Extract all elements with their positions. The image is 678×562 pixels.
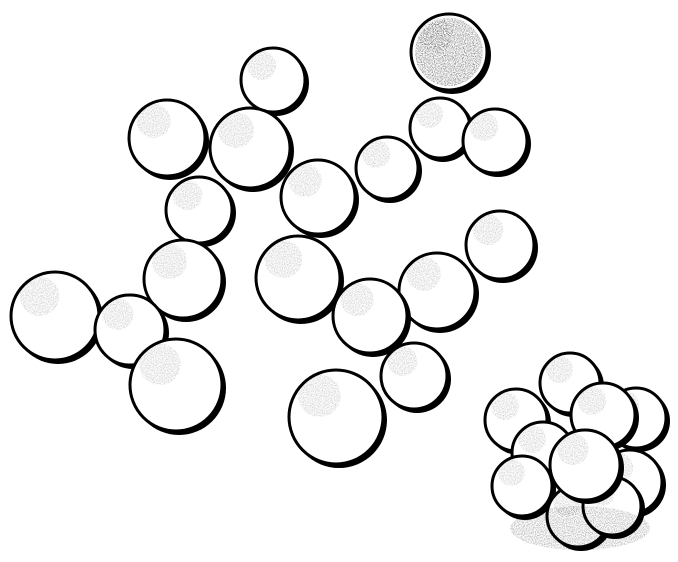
chain-sphere	[463, 109, 531, 177]
chain-sphere	[166, 177, 236, 247]
sphere-shading	[473, 214, 504, 245]
sphere-shading	[388, 346, 418, 376]
sphere-shading	[469, 112, 498, 141]
sphere-shading	[407, 257, 441, 291]
sphere-shading	[416, 101, 443, 128]
sphere-shading	[173, 180, 203, 210]
sphere-chain	[11, 14, 538, 468]
chain-sphere	[289, 370, 387, 468]
sphere-shading	[340, 283, 373, 316]
sphere-shading	[546, 356, 573, 383]
sphere-cluster	[485, 353, 670, 551]
sphere-shading	[137, 104, 171, 138]
sphere-shading	[491, 392, 519, 420]
chain-sphere	[210, 108, 294, 192]
sphere-shading	[298, 375, 340, 417]
chain-sphere	[281, 160, 359, 238]
chain-sphere	[356, 137, 422, 203]
dark-sphere-shading	[415, 18, 483, 86]
sphere-shading	[518, 425, 546, 453]
chain-sphere	[399, 253, 479, 333]
chain-sphere	[381, 343, 451, 413]
sphere-shading	[139, 344, 180, 385]
chain-sphere	[241, 48, 309, 116]
sphere-shading	[362, 140, 390, 168]
cluster-speckle	[510, 506, 650, 550]
sphere-shading	[152, 244, 187, 279]
sphere-shading	[264, 240, 302, 278]
chain-sphere	[11, 272, 103, 364]
sphere-shading	[557, 434, 589, 466]
chain-sphere	[256, 236, 344, 324]
sphere-shading	[247, 51, 276, 80]
chain-sphere	[466, 211, 538, 283]
sphere-shading	[218, 112, 254, 148]
chain-sphere	[129, 100, 209, 180]
sphere-shading	[498, 459, 525, 486]
sphere-shading	[102, 299, 134, 331]
sphere-shading	[288, 164, 321, 197]
sphere-shading	[577, 386, 606, 415]
sphere-shading	[20, 276, 60, 316]
chain-sphere	[130, 339, 226, 435]
